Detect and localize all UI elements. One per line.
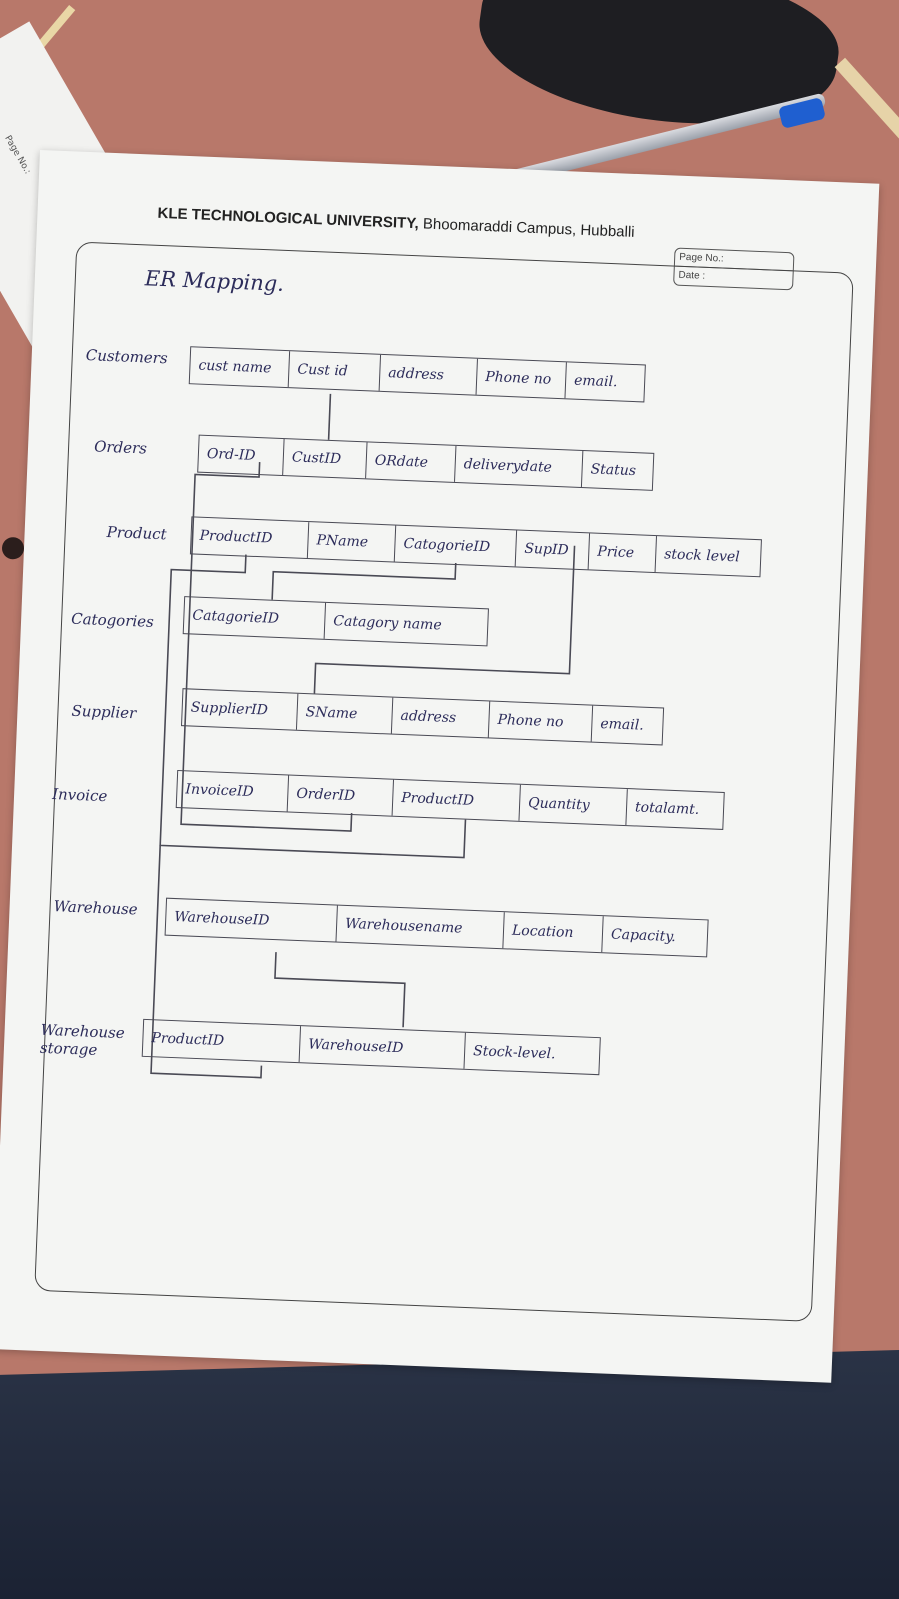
table-cell: PName <box>307 522 397 562</box>
table-cell: Quantity <box>519 784 628 826</box>
table-cell: WarehouseID <box>165 898 338 942</box>
table-cell: ProductID <box>392 779 521 821</box>
table-cell: Phone no <box>488 701 594 742</box>
table-cell: Warehousename <box>336 905 505 949</box>
table-cell: Ord-ID <box>198 435 285 476</box>
desk-background <box>0 1350 899 1599</box>
entity-supplier: Supplier <box>71 701 137 723</box>
campus-name: Bhoomaraddi Campus, Hubballi <box>422 215 635 241</box>
table-cell: SupplierID <box>182 689 299 730</box>
table-cell: Catagory name <box>333 613 442 634</box>
table-cell: SupID <box>515 530 591 570</box>
table-cell: cust name <box>189 347 291 388</box>
university-name: KLE TECHNOLOGICAL UNIVERSITY, <box>157 204 420 233</box>
notebook-page: KLE TECHNOLOGICAL UNIVERSITY, Bhoomaradd… <box>0 150 880 1383</box>
table-cell: CatagorieID <box>183 597 327 639</box>
table-cell: WarehouseID <box>299 1026 466 1069</box>
table-cell: CatogorieID <box>394 525 518 567</box>
table-cell: address <box>391 697 491 738</box>
entity-product: Product <box>106 522 168 544</box>
table-cell: ProductID <box>142 1019 302 1063</box>
table-cell: Cust id <box>288 351 382 391</box>
table-cell: deliverydate <box>455 445 584 488</box>
table-cell: Stock-level. <box>472 1043 556 1063</box>
table-cell: SName <box>296 693 394 734</box>
table-cell: InvoiceID <box>176 771 290 812</box>
table-cell: address <box>379 354 478 395</box>
table-cell: stock level <box>663 546 740 566</box>
entity-orders: Orders <box>93 437 148 458</box>
entity-customers: Customers <box>85 346 168 368</box>
entity-catogories: Catogories <box>70 609 155 631</box>
table-cell: Status <box>590 461 637 480</box>
table-cell: Phone no <box>476 358 567 399</box>
table-cell: OrderID <box>287 775 395 816</box>
table-cell: email. <box>600 715 645 734</box>
table-cell: Price <box>588 533 658 573</box>
table-cell: ORdate <box>366 442 457 482</box>
table-cell: totalamt. <box>634 799 700 818</box>
table-cell: Location <box>503 912 604 953</box>
university-header: KLE TECHNOLOGICAL UNIVERSITY, Bhoomaradd… <box>157 205 635 241</box>
punch-hole <box>1 536 25 560</box>
entity-warehouse-storage: Warehouse storage <box>39 1020 126 1060</box>
table-cell: CustID <box>283 439 368 479</box>
table-cell: email. <box>573 372 618 391</box>
table-cell: ProductID <box>190 517 310 559</box>
pencil <box>834 57 899 157</box>
entity-invoice: Invoice <box>51 785 108 806</box>
table-cell: Capacity. <box>610 926 677 946</box>
entity-warehouse: Warehouse <box>53 897 138 919</box>
